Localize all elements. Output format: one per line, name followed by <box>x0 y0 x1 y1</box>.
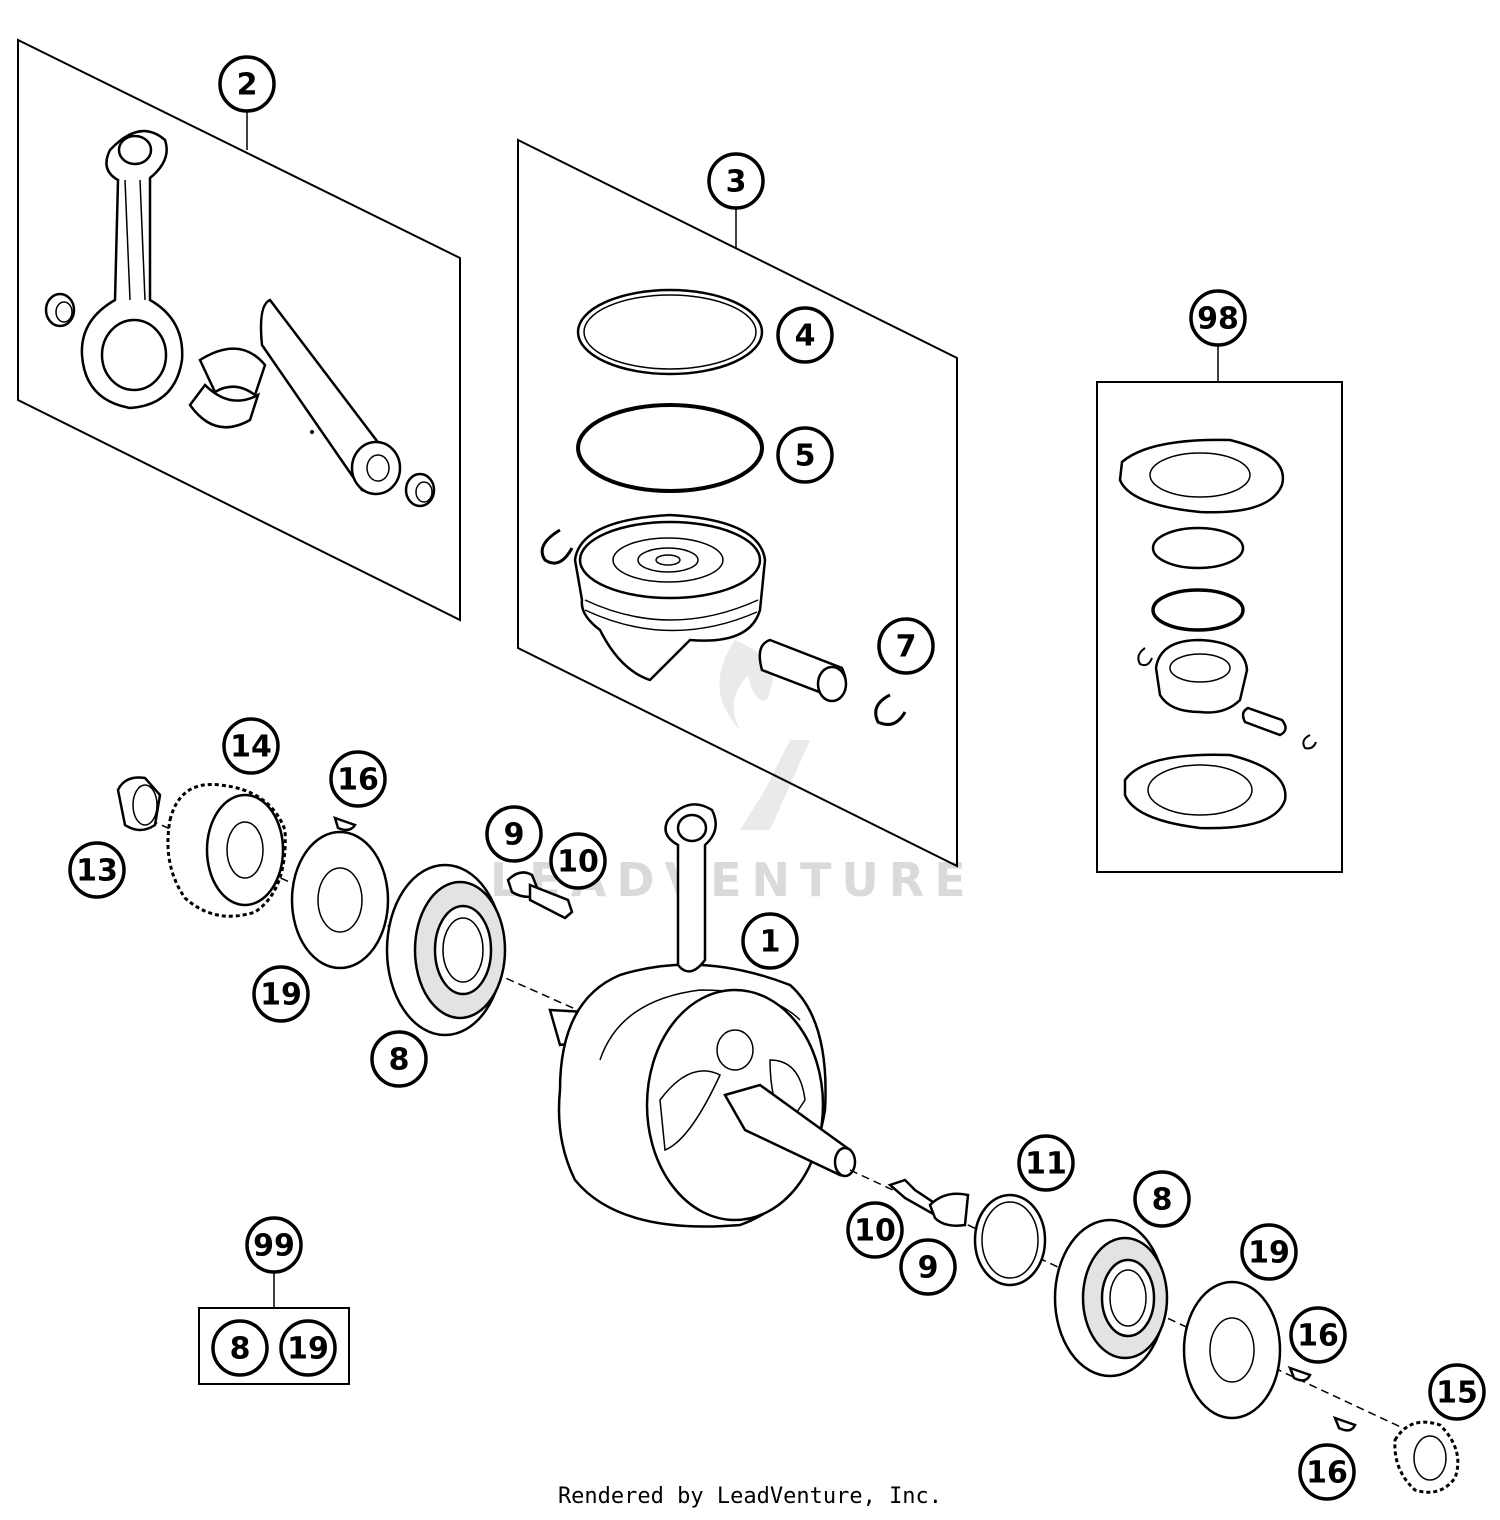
callout-19-right[interactable]: 19 <box>1240 1223 1298 1281</box>
callout-1[interactable]: 1 <box>741 912 799 970</box>
callout-8-left[interactable]: 8 <box>370 1030 428 1088</box>
callout-4[interactable]: 4 <box>776 306 834 364</box>
callout-2[interactable]: 2 <box>218 55 276 113</box>
callout-11-label: 11 <box>1025 1147 1067 1182</box>
callout-8-kit-label: 8 <box>230 1332 251 1367</box>
callout-8-kit[interactable]: 8 <box>211 1319 269 1377</box>
callout-5[interactable]: 5 <box>776 426 834 484</box>
callout-9-left[interactable]: 9 <box>485 805 543 863</box>
panel-conrod-kit <box>17 38 461 622</box>
callout-14[interactable]: 14 <box>222 717 280 775</box>
callout-8-left-label: 8 <box>389 1043 410 1078</box>
callout-15[interactable]: 15 <box>1428 1363 1486 1421</box>
callout-14-label: 14 <box>230 730 272 765</box>
callout-7-label: 7 <box>896 630 917 665</box>
callout-16-bottom[interactable]: 16 <box>1298 1443 1356 1501</box>
rendered-by-footer: Rendered by LeadVenture, Inc. <box>557 1484 943 1509</box>
callout-4-label: 4 <box>795 319 816 354</box>
callout-19-left[interactable]: 19 <box>252 965 310 1023</box>
callout-7[interactable]: 7 <box>877 617 935 675</box>
callout-99-label: 99 <box>253 1229 295 1264</box>
callout-2-label: 2 <box>237 68 258 103</box>
callout-16-top[interactable]: 16 <box>329 750 387 808</box>
crankshaft-assembly <box>548 803 1451 1451</box>
kit-99-box <box>198 1270 350 1385</box>
callout-13-label: 13 <box>76 854 118 889</box>
callout-3-label: 3 <box>726 165 747 200</box>
callout-8-right[interactable]: 8 <box>1133 1170 1191 1228</box>
callout-9-right-label: 9 <box>918 1251 939 1286</box>
callout-1-label: 1 <box>760 925 781 960</box>
callout-11[interactable]: 11 <box>1017 1134 1075 1192</box>
callout-5-label: 5 <box>795 439 816 474</box>
callout-16-top-label: 16 <box>337 763 379 798</box>
callout-19-kit[interactable]: 19 <box>279 1319 337 1377</box>
callout-13[interactable]: 13 <box>68 841 126 899</box>
callout-16-mid-label: 16 <box>1297 1319 1339 1354</box>
panel-piston-kit <box>517 138 958 868</box>
callout-19-kit-label: 19 <box>287 1332 329 1367</box>
callout-10-right[interactable]: 10 <box>846 1201 904 1259</box>
callout-8-right-label: 8 <box>1152 1183 1173 1218</box>
callout-98[interactable]: 98 <box>1189 289 1247 347</box>
callout-3[interactable]: 3 <box>707 152 765 210</box>
callout-10-left-label: 10 <box>557 845 599 880</box>
callout-10-left[interactable]: 10 <box>549 832 607 890</box>
right-side-parts <box>887 1178 1460 1494</box>
callout-15-label: 15 <box>1436 1376 1478 1411</box>
callout-9-right[interactable]: 9 <box>899 1238 957 1296</box>
callout-99[interactable]: 99 <box>245 1216 303 1274</box>
callout-9-left-label: 9 <box>504 818 525 853</box>
left-side-parts <box>116 776 601 1037</box>
callout-10-right-label: 10 <box>854 1214 896 1249</box>
callout-16-bottom-label: 16 <box>1306 1456 1348 1491</box>
callout-98-label: 98 <box>1197 302 1239 337</box>
callout-19-left-label: 19 <box>260 978 302 1013</box>
panel-top-end-kit <box>1096 346 1343 873</box>
callout-19-right-label: 19 <box>1248 1236 1290 1271</box>
callout-16-mid[interactable]: 16 <box>1289 1306 1347 1364</box>
